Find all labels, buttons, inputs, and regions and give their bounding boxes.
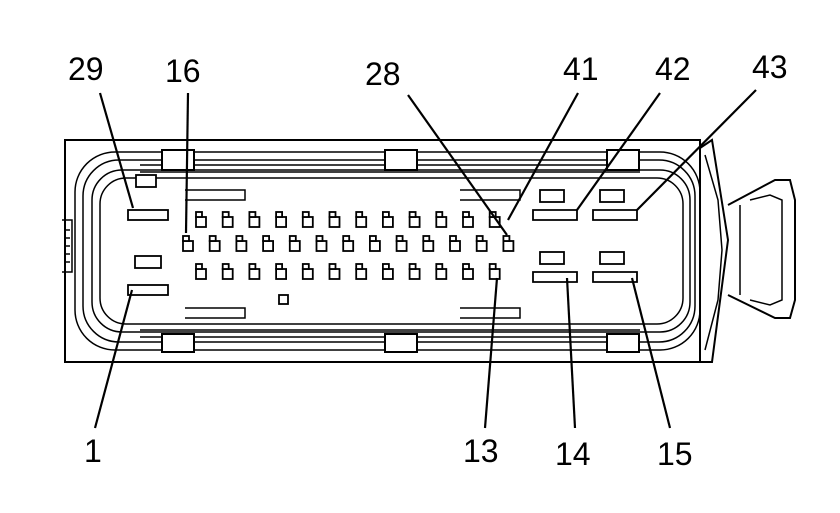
signal-pin-tab <box>182 235 190 242</box>
signal-pin <box>488 268 501 280</box>
signal-pin-tab <box>449 235 457 242</box>
signal-pin-tab <box>328 263 337 270</box>
signal-pin-tab <box>408 211 417 218</box>
left-large-terminals <box>127 174 169 296</box>
left-comb <box>62 219 73 273</box>
signal-pin-tab <box>475 235 484 242</box>
signal-pin-tab <box>315 235 324 242</box>
signal-pin <box>355 216 368 228</box>
signal-pin-tab <box>502 235 511 242</box>
latch-tabs <box>161 149 640 353</box>
signal-pin-tab <box>208 235 217 242</box>
signal-pin <box>502 240 515 252</box>
signal-pin <box>342 240 355 252</box>
signal-pin-tab <box>435 263 444 270</box>
signal-pin <box>422 240 435 252</box>
signal-pin <box>381 268 394 280</box>
signal-pin <box>301 216 314 228</box>
signal-pin <box>235 240 248 252</box>
signal-pin <box>475 240 488 252</box>
signal-pin-tab <box>195 211 203 218</box>
signal-pin-tab <box>288 235 297 242</box>
signal-pin <box>449 240 461 252</box>
signal-pin <box>195 268 207 280</box>
signal-pin-tab <box>301 211 310 218</box>
signal-pin-tab <box>248 211 257 218</box>
leader-lines <box>93 89 757 429</box>
signal-pin-tab <box>248 263 257 270</box>
signal-pin-tab <box>221 211 230 218</box>
signal-pin <box>221 216 234 228</box>
pin-label-13: 13 <box>463 433 499 469</box>
signal-pin <box>408 216 421 228</box>
signal-pin <box>435 216 448 228</box>
signal-pin-tab <box>355 263 364 270</box>
signal-pin <box>395 240 408 252</box>
signal-pin-tab <box>462 211 470 218</box>
signal-pin-tab <box>488 263 497 270</box>
signal-pin <box>328 268 341 280</box>
inner-ribs <box>185 189 521 319</box>
signal-pin <box>462 268 474 280</box>
right-power-terminals <box>532 189 638 283</box>
signal-pin <box>462 216 474 228</box>
signal-pin-tab <box>435 211 444 218</box>
pin-label-29: 29 <box>68 51 104 87</box>
connector-housing <box>64 139 701 363</box>
pin-label-15: 15 <box>657 436 693 472</box>
signal-pin-tab <box>275 211 284 218</box>
signal-pin-tab <box>395 235 404 242</box>
signal-pin-tab <box>355 211 364 218</box>
pin-label-43: 43 <box>752 49 788 85</box>
signal-pin <box>221 268 234 280</box>
signal-pin-tab <box>301 263 310 270</box>
signal-pin <box>301 268 314 280</box>
signal-pin <box>275 216 288 228</box>
signal-pin-tab <box>381 263 390 270</box>
key-square <box>278 294 289 305</box>
signal-pin <box>182 240 194 252</box>
pin-label-28: 28 <box>365 56 401 92</box>
pin-label-41: 41 <box>563 51 599 87</box>
signal-pin <box>248 216 261 228</box>
signal-pin-tab <box>275 263 284 270</box>
signal-pin-tab <box>328 211 337 218</box>
signal-pin-tab <box>462 263 470 270</box>
pin-label-16: 16 <box>165 53 201 89</box>
signal-pin-tab <box>422 235 431 242</box>
signal-pin <box>328 216 341 228</box>
signal-pin <box>275 268 288 280</box>
signal-pin <box>208 240 221 252</box>
pin-label-14: 14 <box>555 436 591 472</box>
pin-label-1: 1 <box>84 433 102 469</box>
signal-pin-tab <box>408 263 417 270</box>
signal-pin <box>195 216 207 228</box>
signal-pin-tab <box>195 263 203 270</box>
signal-pin <box>315 240 328 252</box>
pin-labels: 29 16 28 41 42 43 1 13 14 15 <box>68 49 788 472</box>
signal-pin-tab <box>381 211 390 218</box>
signal-pin-tab <box>342 235 351 242</box>
signal-pin <box>248 268 261 280</box>
signal-pin <box>435 268 448 280</box>
signal-pin <box>288 240 301 252</box>
signal-pin-grid <box>182 211 515 280</box>
signal-pin <box>381 216 394 228</box>
signal-pin-tab <box>368 235 377 242</box>
signal-pin-tab <box>221 263 230 270</box>
signal-pin-tab <box>235 235 244 242</box>
signal-pin <box>368 240 381 252</box>
signal-pin <box>262 240 275 252</box>
signal-pin <box>355 268 368 280</box>
signal-pin-tab <box>262 235 271 242</box>
pin-label-42: 42 <box>655 51 691 87</box>
release-lever <box>699 138 796 363</box>
signal-pin <box>408 268 421 280</box>
